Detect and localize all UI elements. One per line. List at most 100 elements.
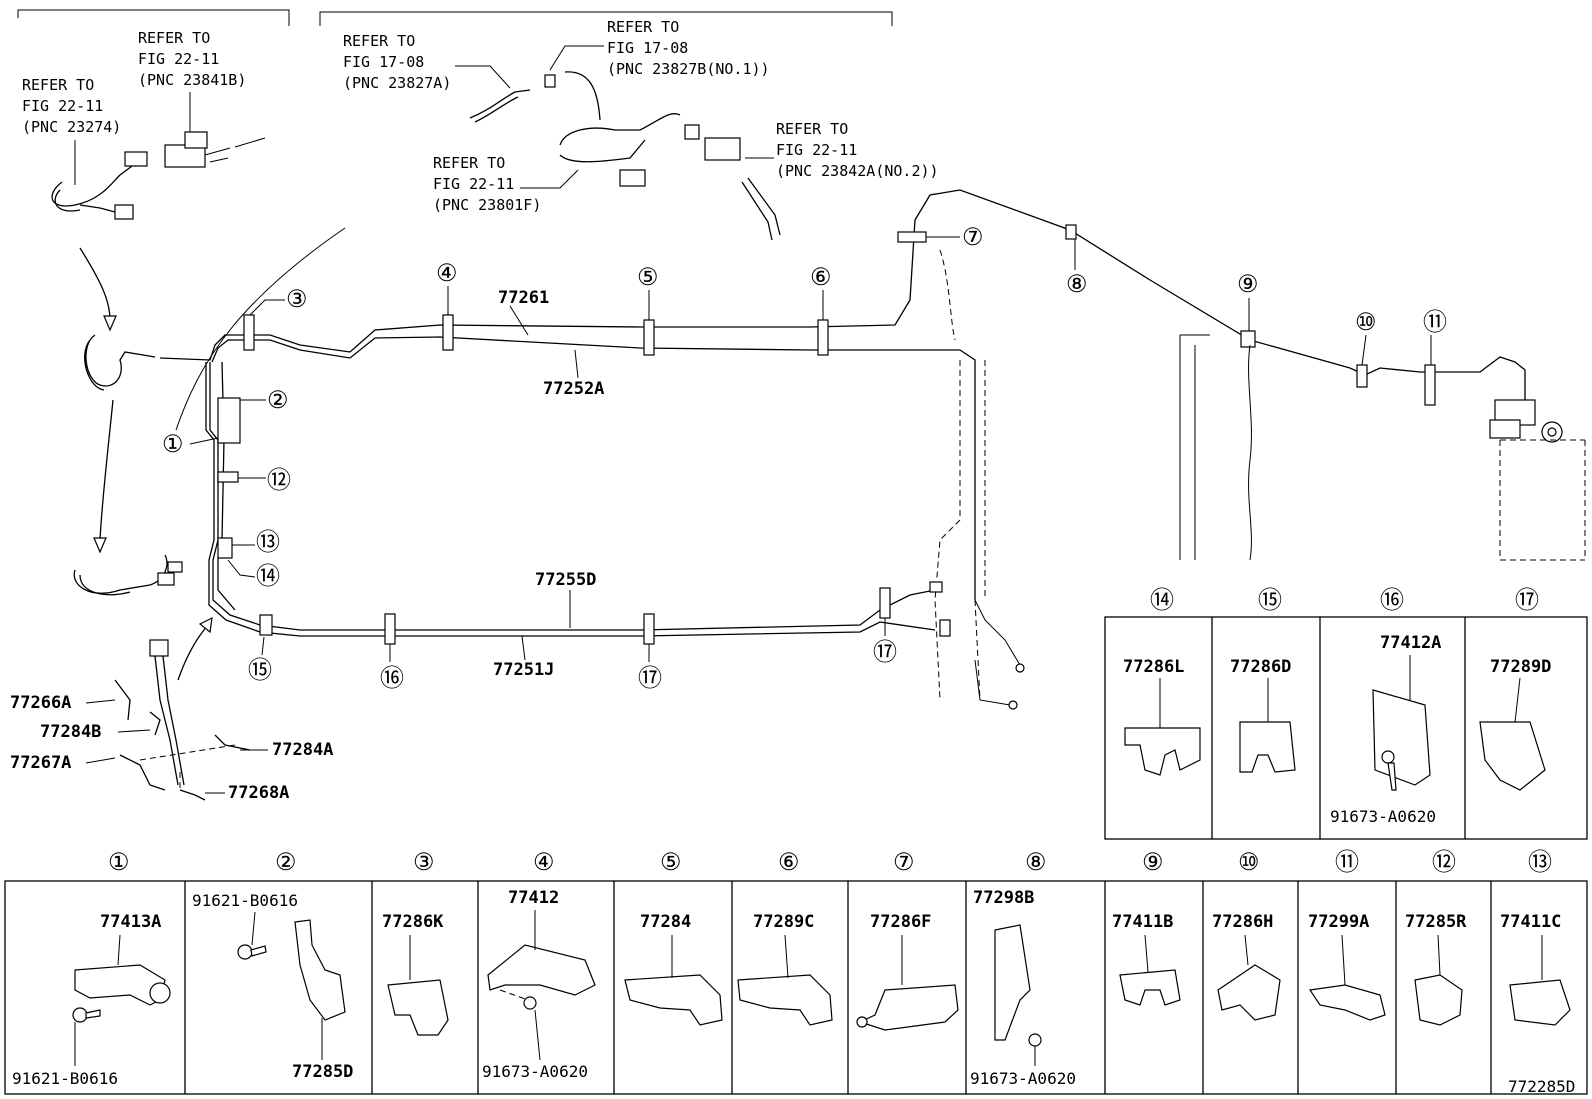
part-77411B: 77411B [1112, 912, 1173, 932]
svg-text:REFER TO: REFER TO [138, 29, 210, 47]
part-77289D: 77289D [1490, 657, 1551, 677]
clip-15 [259, 614, 273, 636]
part-77298B: 77298B [973, 888, 1034, 908]
part-77286H: 77286H [1212, 912, 1273, 932]
part-77286K: 77286K [382, 912, 444, 932]
label-77267A: 77267A [10, 753, 71, 773]
svg-text:②: ② [275, 848, 297, 876]
lower-detail-table: ① ② ③ ④ ⑤ ⑥ ⑦ ⑧ ⑨ ⑩ ⑪ ⑫ ⑬ 77413A 91621-B… [4, 848, 1588, 1095]
part-77289C: 77289C [753, 912, 814, 932]
svg-text:⑫: ⑫ [1432, 848, 1456, 876]
bolt-91673-A0620-upper: 91673-A0620 [1330, 807, 1436, 826]
svg-text:⑮: ⑮ [248, 656, 272, 684]
svg-text:(PNC 23841B): (PNC 23841B) [138, 71, 246, 89]
bolt-91621-B0616-a: 91621-B0616 [12, 1069, 118, 1088]
svg-text:①: ① [162, 430, 184, 458]
svg-text:③: ③ [286, 285, 308, 313]
svg-text:⑥: ⑥ [810, 263, 832, 291]
reference-1: REFER TO FIG 22-11 (PNC 23274) [22, 76, 121, 136]
svg-text:REFER TO: REFER TO [22, 76, 94, 94]
svg-text:⑯: ⑯ [380, 664, 404, 692]
top-center-bracket [319, 11, 893, 26]
svg-text:REFER TO: REFER TO [343, 32, 415, 50]
svg-text:FIG 22-11: FIG 22-11 [776, 141, 857, 159]
clip-17a [643, 613, 655, 645]
svg-text:FIG 17-08: FIG 17-08 [607, 39, 688, 57]
svg-text:⑰: ⑰ [638, 664, 662, 692]
svg-text:⑫: ⑫ [267, 466, 291, 494]
body-outline [175, 227, 346, 431]
svg-text:⑨: ⑨ [1237, 270, 1259, 298]
label-77284A: 77284A [272, 740, 333, 760]
svg-text:REFER TO: REFER TO [433, 154, 505, 172]
diagram-callouts: ① ② ③ ④ ⑤ ⑥ ⑦ ⑧ ⑨ ⑩ ⑪ ⑫ ⑬ ⑭ ⑮ ⑯ ⑰ ⑰ [162, 223, 1447, 692]
clip-17b [879, 587, 891, 619]
svg-text:⑤: ⑤ [660, 848, 682, 876]
reference-4: REFER TO FIG 17-08 (PNC 23827B(NO.1)) [607, 18, 770, 78]
part-77286D: 77286D [1230, 657, 1291, 677]
svg-text:⑭: ⑭ [1150, 586, 1174, 614]
label-77284B: 77284B [40, 722, 101, 742]
svg-text:⑮: ⑮ [1258, 586, 1282, 614]
charcoal-canister [1489, 399, 1586, 561]
svg-text:⑨: ⑨ [1142, 848, 1164, 876]
svg-text:⑰: ⑰ [1515, 586, 1539, 614]
label-77261: 77261 [498, 288, 549, 308]
clip-12 [217, 471, 239, 483]
svg-text:⑬: ⑬ [256, 528, 280, 556]
svg-text:⑦: ⑦ [962, 223, 984, 251]
svg-text:(PNC 23827A): (PNC 23827A) [343, 74, 451, 92]
clip-5 [643, 319, 655, 356]
bolt-91673-A0620-b: 91673-A0620 [970, 1069, 1076, 1088]
reference-3: REFER TO FIG 17-08 (PNC 23827A) [343, 32, 451, 92]
part-77413A: 77413A [100, 912, 161, 932]
svg-text:⑰: ⑰ [873, 638, 897, 666]
upper-hose-assembly [469, 71, 781, 241]
svg-text:(PNC 23801F): (PNC 23801F) [433, 196, 541, 214]
part-77286F: 77286F [870, 912, 931, 932]
clip-1-2 [217, 397, 241, 444]
top-left-bracket [17, 9, 290, 26]
svg-text:④: ④ [436, 259, 458, 287]
svg-text:⑪: ⑪ [1423, 308, 1447, 336]
svg-text:⑥: ⑥ [778, 848, 800, 876]
label-77268A: 77268A [228, 783, 289, 803]
svg-text:④: ④ [533, 848, 555, 876]
part-77285D: 77285D [292, 1062, 353, 1082]
reference-2: REFER TO FIG 22-11 (PNC 23841B) [138, 29, 246, 89]
svg-text:⑧: ⑧ [1025, 848, 1047, 876]
label-77255D: 77255D [535, 570, 596, 590]
part-77285R: 77285R [1405, 912, 1467, 932]
bolt-91621-B0616-b: 91621-B0616 [192, 891, 298, 910]
figure-code: 772285D [1508, 1077, 1575, 1096]
svg-text:③: ③ [413, 848, 435, 876]
line-77261 [159, 189, 1526, 405]
reference-6: REFER TO FIG 22-11 (PNC 23842A(NO.2)) [776, 120, 939, 180]
hose-loop-lower [73, 554, 168, 596]
part-77299A: 77299A [1308, 912, 1369, 932]
clip-6 [817, 319, 829, 356]
line-77255D [209, 362, 936, 631]
svg-text:FIG 22-11: FIG 22-11 [433, 175, 514, 193]
svg-text:FIG 22-11: FIG 22-11 [22, 97, 103, 115]
svg-text:⑤: ⑤ [637, 263, 659, 291]
clip-11 [1424, 364, 1436, 406]
clip-3 [243, 314, 255, 351]
label-77251J: 77251J [493, 660, 554, 680]
line-77252A [211, 336, 976, 600]
part-77412A: 77412A [1380, 633, 1441, 653]
svg-text:FIG 17-08: FIG 17-08 [343, 53, 424, 71]
part-77411C: 77411C [1500, 912, 1561, 932]
vsv-assembly [164, 131, 266, 168]
arrow-3 [177, 624, 209, 681]
clip-7 [897, 231, 927, 243]
clip-13 [217, 537, 233, 559]
svg-text:REFER TO: REFER TO [776, 120, 848, 138]
clip-8 [1065, 224, 1077, 240]
label-77252A: 77252A [543, 379, 604, 399]
svg-text:(PNC 23274): (PNC 23274) [22, 118, 121, 136]
svg-text:⑭: ⑭ [256, 562, 280, 590]
part-77284: 77284 [640, 912, 691, 932]
clip-4 [442, 314, 454, 351]
